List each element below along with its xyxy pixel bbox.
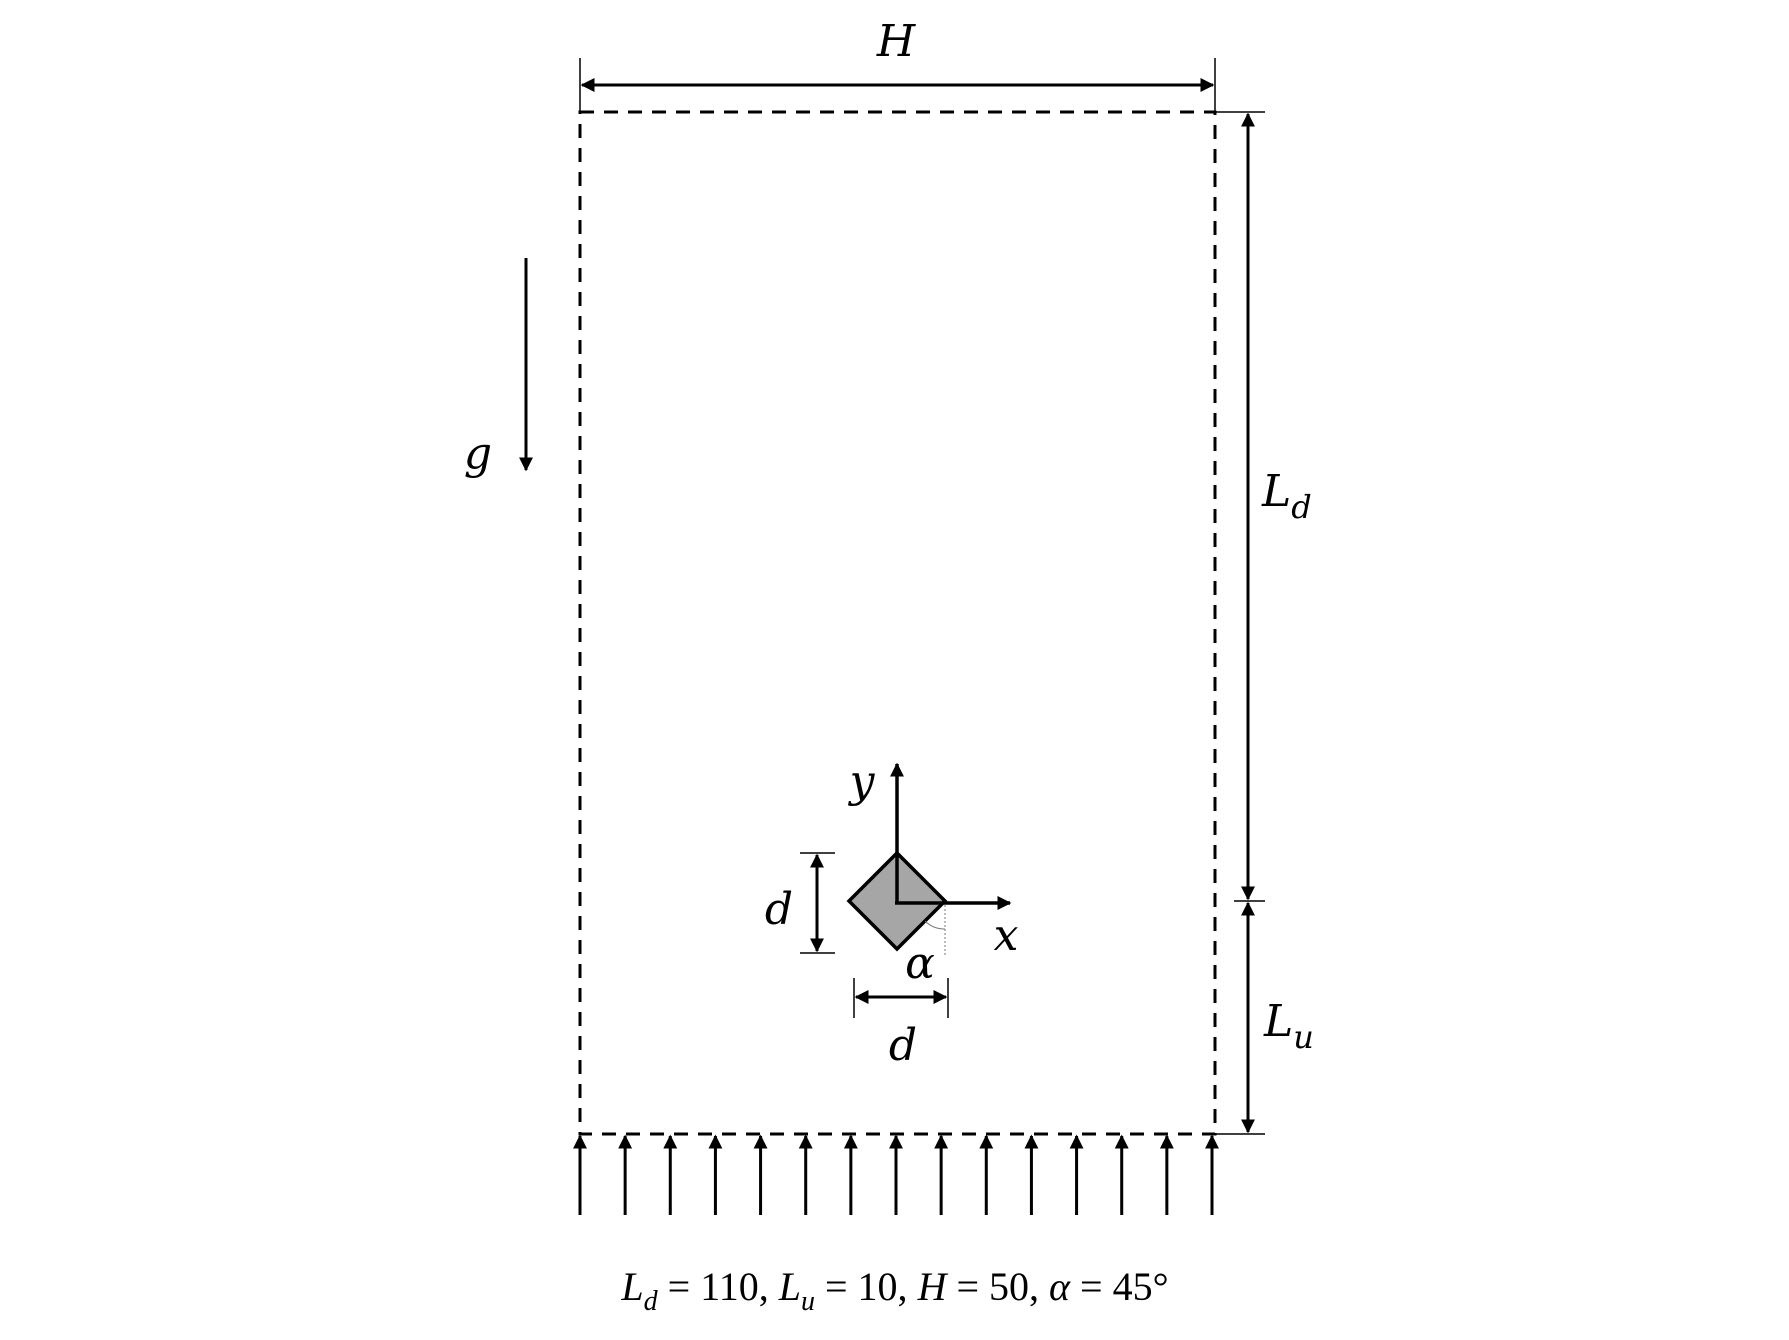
- d-horizontal-dimension: d: [853, 978, 949, 1071]
- length-dimensions: Ld Lu: [1215, 111, 1314, 1135]
- alpha-arc: [924, 920, 946, 930]
- d-vertical-label: d: [765, 884, 793, 935]
- H-dimension: H: [579, 16, 1216, 112]
- Ld-label: Ld: [1261, 466, 1312, 526]
- H-label: H: [876, 16, 917, 67]
- coordinate-axes: y x: [848, 756, 1019, 961]
- parameter-caption: Ld = 110, Lu = 10, H = 50, α = 45°: [620, 1264, 1168, 1317]
- gravity-indicator: g: [464, 258, 533, 479]
- y-axis-label: y: [848, 756, 876, 807]
- x-axis-label: x: [994, 910, 1019, 961]
- d-vertical-dimension: d: [765, 852, 835, 954]
- alpha-label: α: [905, 938, 935, 989]
- domain-boundary: [578, 110, 1217, 1136]
- d-horizontal-label: d: [889, 1020, 917, 1071]
- Lu-label: Lu: [1263, 996, 1314, 1056]
- gravity-label: g: [464, 428, 492, 479]
- inflow-arrows: [573, 1134, 1219, 1215]
